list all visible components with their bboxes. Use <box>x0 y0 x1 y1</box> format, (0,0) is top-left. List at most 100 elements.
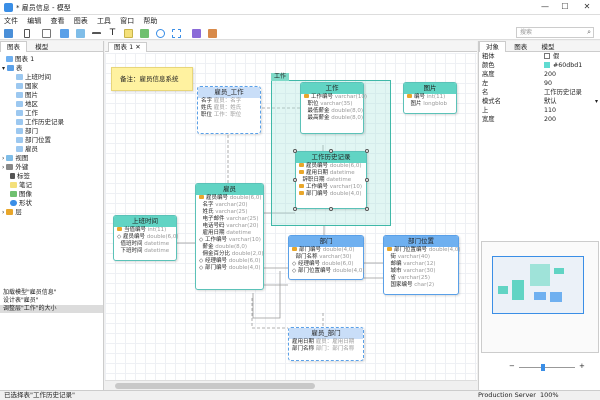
relation-icon[interactable] <box>92 32 101 37</box>
history-log: 加载模型"雇员信息" 设计表"雇员" 调整层"工作"的大小 <box>0 289 103 313</box>
log-entry: 设计表"雇员" <box>3 297 39 304</box>
tree-item[interactable]: 笔记 <box>10 181 32 190</box>
menu-window[interactable]: 窗口 <box>120 17 135 25</box>
prop-color[interactable]: 颜色#60dbd1 <box>482 62 583 69</box>
tab-model-props[interactable]: 模型 <box>541 43 555 51</box>
tree-item[interactable]: 工作历史记录 <box>16 118 64 127</box>
tab-diagram-props[interactable]: 图表 <box>514 43 528 51</box>
tree-item[interactable]: 工作 <box>16 109 38 118</box>
bold-checkbox[interactable] <box>544 53 550 59</box>
resize-handle[interactable] <box>365 178 369 182</box>
note[interactable]: 备注：雇员信息系统 <box>111 67 193 91</box>
maximize-button[interactable]: ☐ <box>561 2 569 11</box>
scrollbar-thumb[interactable] <box>115 383 315 389</box>
tree-item[interactable]: › 外键 <box>2 163 29 171</box>
tree-item[interactable]: 部门 <box>16 127 38 136</box>
tree-item[interactable]: 图像 <box>10 190 32 199</box>
tab-object[interactable]: 对象 <box>479 41 506 52</box>
resize-handle[interactable] <box>365 149 369 153</box>
arrange-icon[interactable] <box>208 29 217 38</box>
close-icon[interactable]: ✕ <box>135 43 141 51</box>
shape-icon <box>10 200 17 206</box>
table-entity[interactable]: 雇员 雇员编号 double(6,0) 名字 varchar(20) 姓氏 va… <box>195 183 264 290</box>
diagram-area: 图表 1 ✕ 备注：雇员信息系统 工作 <box>105 41 477 390</box>
tree-item[interactable]: 雇员 <box>16 145 38 154</box>
horizontal-scrollbar[interactable] <box>105 380 477 390</box>
zoom-in-button[interactable]: + <box>579 362 585 370</box>
zoom-slider-thumb[interactable] <box>541 364 545 371</box>
tree-item[interactable]: 形状 <box>10 199 32 208</box>
selected-table-entity[interactable]: 工作历史记录 雇员编号 double(6,0) 雇用日期 datetime 辞职… <box>295 151 367 209</box>
menu-tools[interactable]: 工具 <box>96 17 111 25</box>
view-link-line <box>251 298 288 329</box>
shape-icon[interactable] <box>156 29 165 38</box>
search-input[interactable]: 搜索 ⌕ <box>516 27 594 38</box>
tab-diagram[interactable]: 图表 <box>0 41 27 52</box>
table-entity[interactable]: 部门 部门编号 double(4,0) 部门名称 varchar(30) ◇ 经… <box>288 235 365 280</box>
dropdown-icon[interactable]: ▾ <box>594 98 598 105</box>
note-icon <box>10 182 17 188</box>
menu-view[interactable]: 查看 <box>50 17 65 25</box>
resize-handle[interactable] <box>329 149 333 153</box>
table-icon[interactable] <box>60 29 69 38</box>
tree-item[interactable]: 上班时间 <box>16 73 51 82</box>
resize-handle[interactable] <box>365 207 369 211</box>
resize-handle[interactable] <box>329 207 333 211</box>
resize-handle[interactable] <box>293 207 297 211</box>
text-icon[interactable]: T <box>109 28 116 38</box>
hand-icon[interactable] <box>42 29 51 38</box>
zoom-slider[interactable] <box>519 367 575 368</box>
prop-name[interactable]: 名工作历史记录 <box>482 89 582 96</box>
tree-item[interactable]: 地区 <box>16 100 38 109</box>
prop-schema[interactable]: 模式名默认▾ <box>482 98 598 105</box>
table-entity[interactable]: 工作 工作编号 varchar(10) 职位 varchar(35) 最低薪金 … <box>300 82 367 134</box>
minimize-button[interactable]: — <box>541 2 549 11</box>
tree-item[interactable]: 国家 <box>16 82 38 91</box>
resize-handle[interactable] <box>293 178 297 182</box>
note-icon[interactable] <box>124 29 133 38</box>
table-icon <box>16 101 23 107</box>
window-title: * 雇员信息 - 模型 <box>16 4 71 12</box>
zoom-out-button[interactable]: − <box>509 362 515 370</box>
menu-edit[interactable]: 编辑 <box>27 17 42 25</box>
tree-item[interactable]: ▾ 表 <box>2 64 23 72</box>
minimap[interactable] <box>481 241 599 353</box>
tree-item[interactable]: 标签 <box>10 172 30 181</box>
menu-help[interactable]: 帮助 <box>143 17 158 25</box>
color-swatch[interactable] <box>544 62 550 68</box>
save-icon[interactable] <box>4 29 13 38</box>
tab-model[interactable]: 模型 <box>35 43 49 51</box>
status-text: 已选择表"工作历史记录" <box>4 391 75 399</box>
menu-diagram[interactable]: 图表 <box>73 17 88 25</box>
image-icon[interactable] <box>140 29 149 38</box>
view-entity[interactable]: 雇员_部门 雇用日期 雇员：雇用日期 部门名称 部门：部门名称 <box>288 327 364 361</box>
resize-handle[interactable] <box>293 149 297 153</box>
image-icon <box>10 191 17 197</box>
diagram-canvas[interactable]: 备注：雇员信息系统 工作 雇员_工作 名字 雇员：名字 姓氏 雇员：姓氏 职位 … <box>105 53 477 380</box>
align-icon[interactable] <box>192 29 201 38</box>
menu-file[interactable]: 文件 <box>4 17 18 25</box>
server-label: Production Server <box>478 391 536 399</box>
key-icon <box>304 94 309 98</box>
tree-item[interactable]: › 层 <box>2 208 22 216</box>
pointer-icon[interactable] <box>24 29 30 38</box>
layer-icon <box>6 209 14 215</box>
table-entity[interactable]: 上班时间 当值编号 int(11) ◇ 雇员编号 double(6,0) 值班时… <box>113 215 179 261</box>
table-entity[interactable]: 图片 编号 int(11) 图片 longblob <box>403 82 457 114</box>
tab-diagram-1[interactable]: 图表 1 ✕ <box>108 42 147 52</box>
view-icon[interactable] <box>76 29 85 38</box>
table-entity[interactable]: 部门位置 部门位置编号 double(4,0) 街 varchar(40) 邮编… <box>383 235 461 295</box>
tree-item[interactable]: 部门位置 <box>16 136 51 145</box>
tree-item[interactable]: 图表 1 <box>6 55 34 64</box>
tree-item[interactable]: 图片 <box>16 91 38 100</box>
minimap-entity <box>512 280 524 300</box>
view-entity[interactable]: 雇员_工作 名字 雇员：名字 姓氏 雇员：姓氏 职位 工作：职位 <box>197 86 261 134</box>
view-icon <box>6 155 14 161</box>
layer-icon[interactable] <box>172 29 181 38</box>
tree-item[interactable]: › 视图 <box>2 154 29 162</box>
close-button[interactable]: ✕ <box>583 2 591 11</box>
